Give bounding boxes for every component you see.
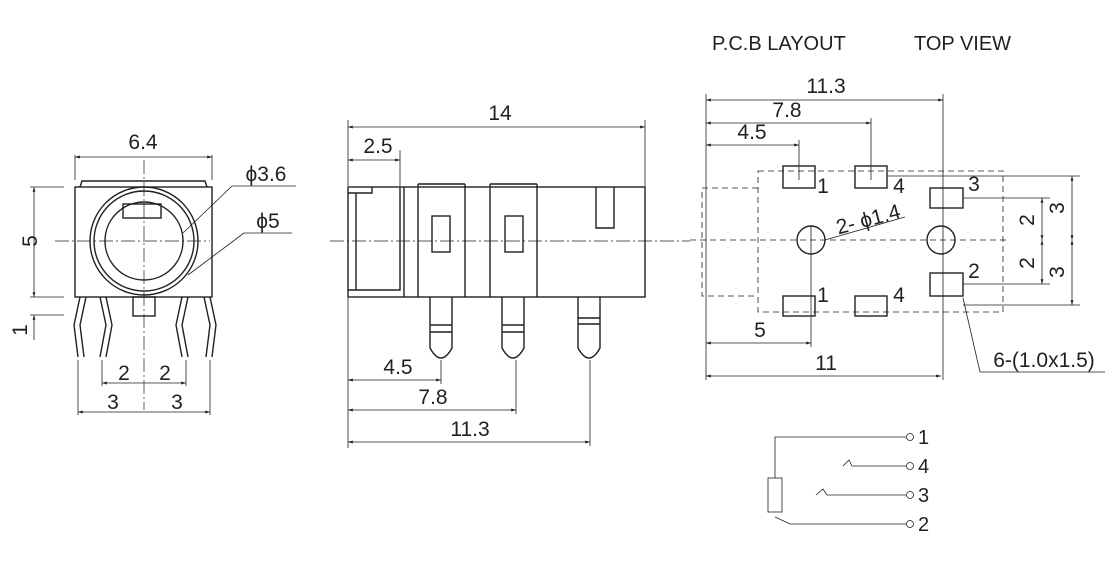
pad-label-top-left: 1 xyxy=(817,175,829,198)
pcb-dim-v-outer-top: 3 xyxy=(1046,202,1069,214)
pcb-layout xyxy=(690,94,1105,380)
dim-nose: 2.5 xyxy=(363,135,392,158)
dim-length: 14 xyxy=(488,102,512,125)
schematic-pin-1: 1 xyxy=(918,427,929,449)
pcb-dim-v-outer-bottom: 3 xyxy=(1046,266,1069,278)
dim-pin1: 4.5 xyxy=(383,356,412,379)
schematic-pin-3: 3 xyxy=(918,485,929,507)
pcb-dim-first: 4.5 xyxy=(737,121,766,144)
dim-outer-dia: ϕ5 xyxy=(256,210,279,233)
dim-inner-dia: ϕ3.6 xyxy=(246,163,287,186)
pcb-hole-spec: 2- ϕ1.4 xyxy=(834,200,903,239)
pcb-dim-mid: 7.8 xyxy=(772,99,801,122)
pad-label-bottom-left: 1 xyxy=(817,284,829,307)
dim-outer-right: 3 xyxy=(171,391,183,414)
dim-width: 6.4 xyxy=(128,131,158,154)
dim-pitch-left: 2 xyxy=(118,362,130,385)
schematic-pin-4: 4 xyxy=(918,456,929,478)
pcb-dim-total: 11.3 xyxy=(806,75,845,98)
dim-pin3: 11.3 xyxy=(450,418,489,441)
pcb-pad-size: 6-(1.0x1.5) xyxy=(993,349,1095,372)
pad-label-top-mid: 4 xyxy=(893,175,905,198)
dim-pin2: 7.8 xyxy=(418,386,447,409)
schematic xyxy=(767,433,914,528)
dim-height: 5 xyxy=(19,235,42,247)
pad-label-right-top: 3 xyxy=(968,173,980,196)
front-view xyxy=(30,155,296,415)
pcb-dim-v-inner-top: 2 xyxy=(1016,214,1039,226)
schematic-pin-2: 2 xyxy=(918,514,929,536)
pad-label-right-bottom: 2 xyxy=(968,260,980,283)
pcb-layout-title: P.C.B LAYOUT xyxy=(712,33,846,55)
dim-pitch-right: 2 xyxy=(159,362,171,385)
dim-outer-left: 3 xyxy=(107,391,119,414)
dim-pin-len: 1 xyxy=(9,324,32,336)
pcb-dim-hole2: 11 xyxy=(815,352,837,375)
pcb-dim-v-inner-bottom: 2 xyxy=(1016,257,1039,269)
pad-label-bottom-mid: 4 xyxy=(893,284,905,307)
pcb-dim-hole: 5 xyxy=(754,319,766,342)
top-view-title: TOP VIEW xyxy=(914,33,1011,55)
side-view xyxy=(330,120,690,448)
